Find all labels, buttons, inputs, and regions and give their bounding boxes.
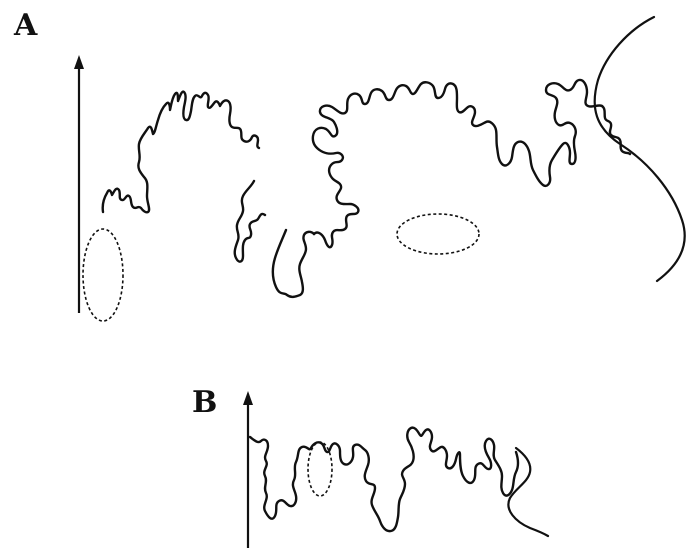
panel-b-arrowhead <box>243 391 253 405</box>
panel-a-label: A <box>13 8 38 43</box>
panel-a-trace-lower-left <box>235 181 265 262</box>
panel-a-arrowhead <box>74 55 84 69</box>
panel-a-trace-arc <box>313 80 602 247</box>
panel-b: B <box>192 385 548 548</box>
panel-b-label: B <box>192 385 217 420</box>
panel-a-trace-center-dip <box>273 230 314 297</box>
panel-a-dotted-ellipse-left <box>83 229 123 321</box>
panel-a-dotted-ellipse-center <box>397 214 479 254</box>
panel-a-trace-left <box>103 92 259 213</box>
panel-a-boundary-curve <box>595 17 685 281</box>
panel-a: A <box>13 8 685 321</box>
panel-b-boundary-curve <box>508 448 548 536</box>
panel-b-trace <box>250 428 518 532</box>
